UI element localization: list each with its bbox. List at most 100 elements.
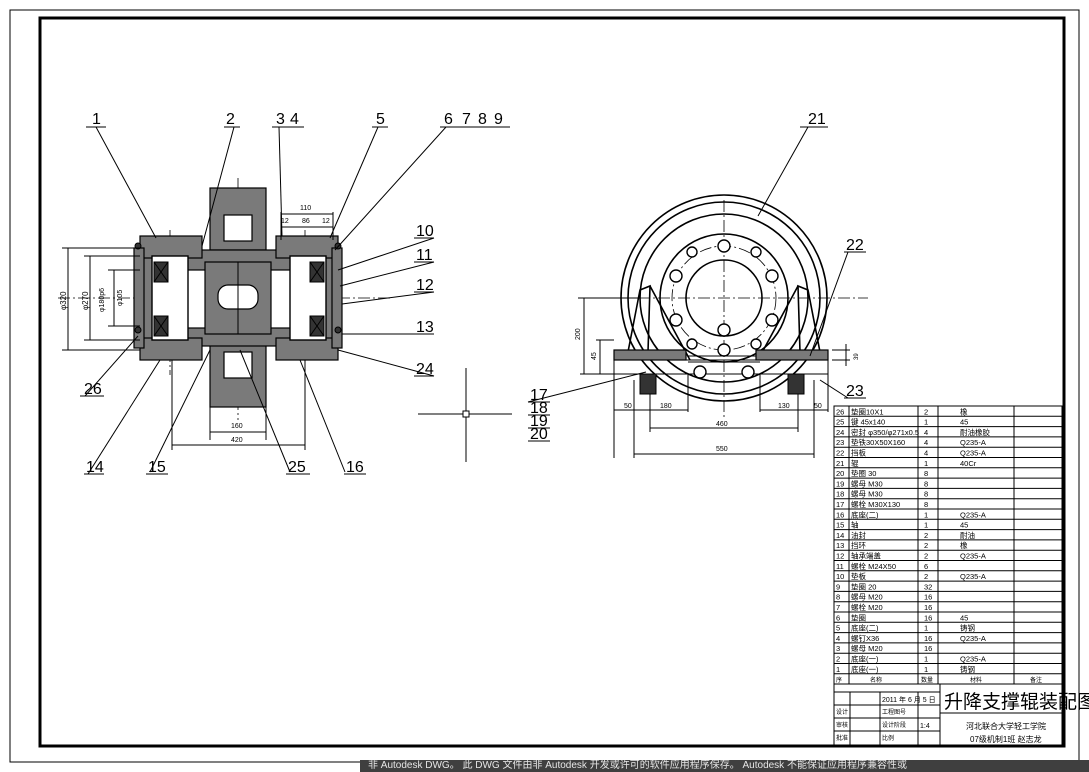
dim-50a: 50 [624,403,632,410]
dim-d180: φ180p6 [99,288,106,312]
balloon-6: 6 [444,111,453,128]
tb-ratio: 比例 [882,734,894,742]
bom-cell-name: 轴承端盖 [851,551,881,561]
bom-cell-material: 40Cr [960,459,977,468]
bom-cell-qty: 8 [924,500,928,509]
bom-cell-material: Q235-A [960,449,986,458]
bom-cell-material: Q235-A [960,572,986,581]
balloon-18: 18 [530,400,548,417]
bom-cell-qty: 1 [924,665,928,674]
bom-cell-qty: 1 [924,624,928,633]
bom-cell-material: 橡 [960,406,968,416]
bom-cell-material: 45 [960,418,968,427]
bom-cell-name: 垫圈 20 [851,581,876,591]
bom-cell-name: 螺母 M20 [851,643,883,653]
bom-cell-qty: 2 [924,531,928,540]
bom-cell-material: 耐油橡胶 [960,427,990,437]
bom-cell-qty: 6 [924,562,928,571]
bom-cell-no: 11 [836,562,844,571]
outer-border [9,9,1080,763]
bom-cell-material: Q235-A [960,655,986,664]
bom-cell-qty: 16 [924,613,932,622]
dim-39: 39 [854,353,860,360]
tb-drawno: 工程图号 [882,708,906,716]
bom-cell-no: 3 [836,644,840,653]
bom-cell-no: 8 [836,593,840,602]
dim-45: 45 [591,352,598,360]
bom-cell-name: 螺母 M20 [851,592,883,602]
balloon-22: 22 [846,237,864,254]
bom-cell-qty: 1 [924,418,928,427]
balloon-12: 12 [416,277,434,294]
bom-cell-material: Q235-A [960,510,986,519]
balloon-10: 10 [416,223,434,240]
balloon-15: 15 [148,459,166,476]
bom-cell-no: 13 [836,541,844,550]
bom-cell-no: 21 [836,459,844,468]
bom-cell-qty: 4 [924,438,928,447]
bom-cell-no: 6 [836,613,840,622]
bom-cell-name: 垫圈 30 [851,468,876,478]
dim-12a: 12 [281,218,289,225]
bom-cell-name: 底座(二) [851,509,879,519]
bom-cell-qty: 4 [924,428,928,437]
bom-cell-no: 9 [836,582,840,591]
bom-cell-name: 垫板 [851,571,866,581]
bom-cell-no: 10 [836,572,844,581]
front-section-view: φ320 φ270 φ180p6 φ105 110 86 12 12 160 4… [58,111,510,476]
dim-d320: φ320 [59,291,68,310]
side-view: 200 45 39 50 180 130 50 460 550 [527,111,868,458]
bom-cell-material: 45 [960,521,968,530]
balloon-16: 16 [346,459,364,476]
bom-cell-no: 16 [836,510,844,519]
cursor-crosshair [418,368,512,462]
bom-cell-no: 14 [836,531,844,540]
balloon-25: 25 [288,459,306,476]
dim-110: 110 [300,205,311,212]
bom-cell-material: 橡 [960,540,968,550]
dim-420: 420 [231,437,243,444]
bom-cell-qty: 2 [924,572,928,581]
autodesk-watermark: 非 Autodesk DWG。 此 DWG 文件由非 Autodesk 开发或许… [360,760,1089,772]
bom-cell-no: 24 [836,428,844,437]
bom-cell-name: 密封 φ350/φ271x0.5 [851,427,919,437]
balloon-9: 9 [494,111,503,128]
balloon-14: 14 [86,459,104,476]
tb-design: 设计 [836,708,848,716]
balloon-19: 19 [530,413,548,430]
bom-cell-qty: 16 [924,634,932,643]
bom-cell-name: 垫铁30X50X160 [851,437,905,447]
bom-cell-no: 12 [836,552,844,561]
title-school: 河北联合大学轻工学院 [966,721,1046,731]
bom-cell-no: 20 [836,469,844,478]
bom-cell-name: 螺栓 M30X130 [851,499,900,509]
bom-cell-name: 垫圈10X1 [851,406,884,416]
balloon-7: 7 [462,111,471,128]
balloon-21: 21 [808,111,826,128]
bom-cell-name: 辊 [851,458,859,468]
bom-cell-name: 垫圈 [851,612,866,622]
dim-130: 130 [778,403,790,410]
bom-cell-no: 1 [836,665,840,674]
bom-cell-no: 17 [836,500,844,509]
bom-cell-name: 底座(一) [851,654,879,664]
bom-header-qty: 数量 [921,676,933,684]
bom-cell-no: 4 [836,634,840,643]
bom-cell-qty: 2 [924,552,928,561]
dim-86: 86 [302,218,310,225]
dim-550: 550 [716,446,728,453]
balloon-2: 2 [226,111,235,128]
dim-12b: 12 [322,218,330,225]
bom-cell-name: 螺母 M30 [851,478,883,488]
balloon-4: 4 [290,111,299,128]
balloon-1: 1 [92,111,101,128]
balloon-5: 5 [376,111,385,128]
bom-cell-no: 26 [836,407,844,416]
bom-cell-material: Q235-A [960,634,986,643]
bom-cell-qty: 16 [924,593,932,602]
balloon-3: 3 [276,111,285,128]
bom-cell-qty: 8 [924,469,928,478]
bom-cell-name: 挡板 [851,448,866,458]
